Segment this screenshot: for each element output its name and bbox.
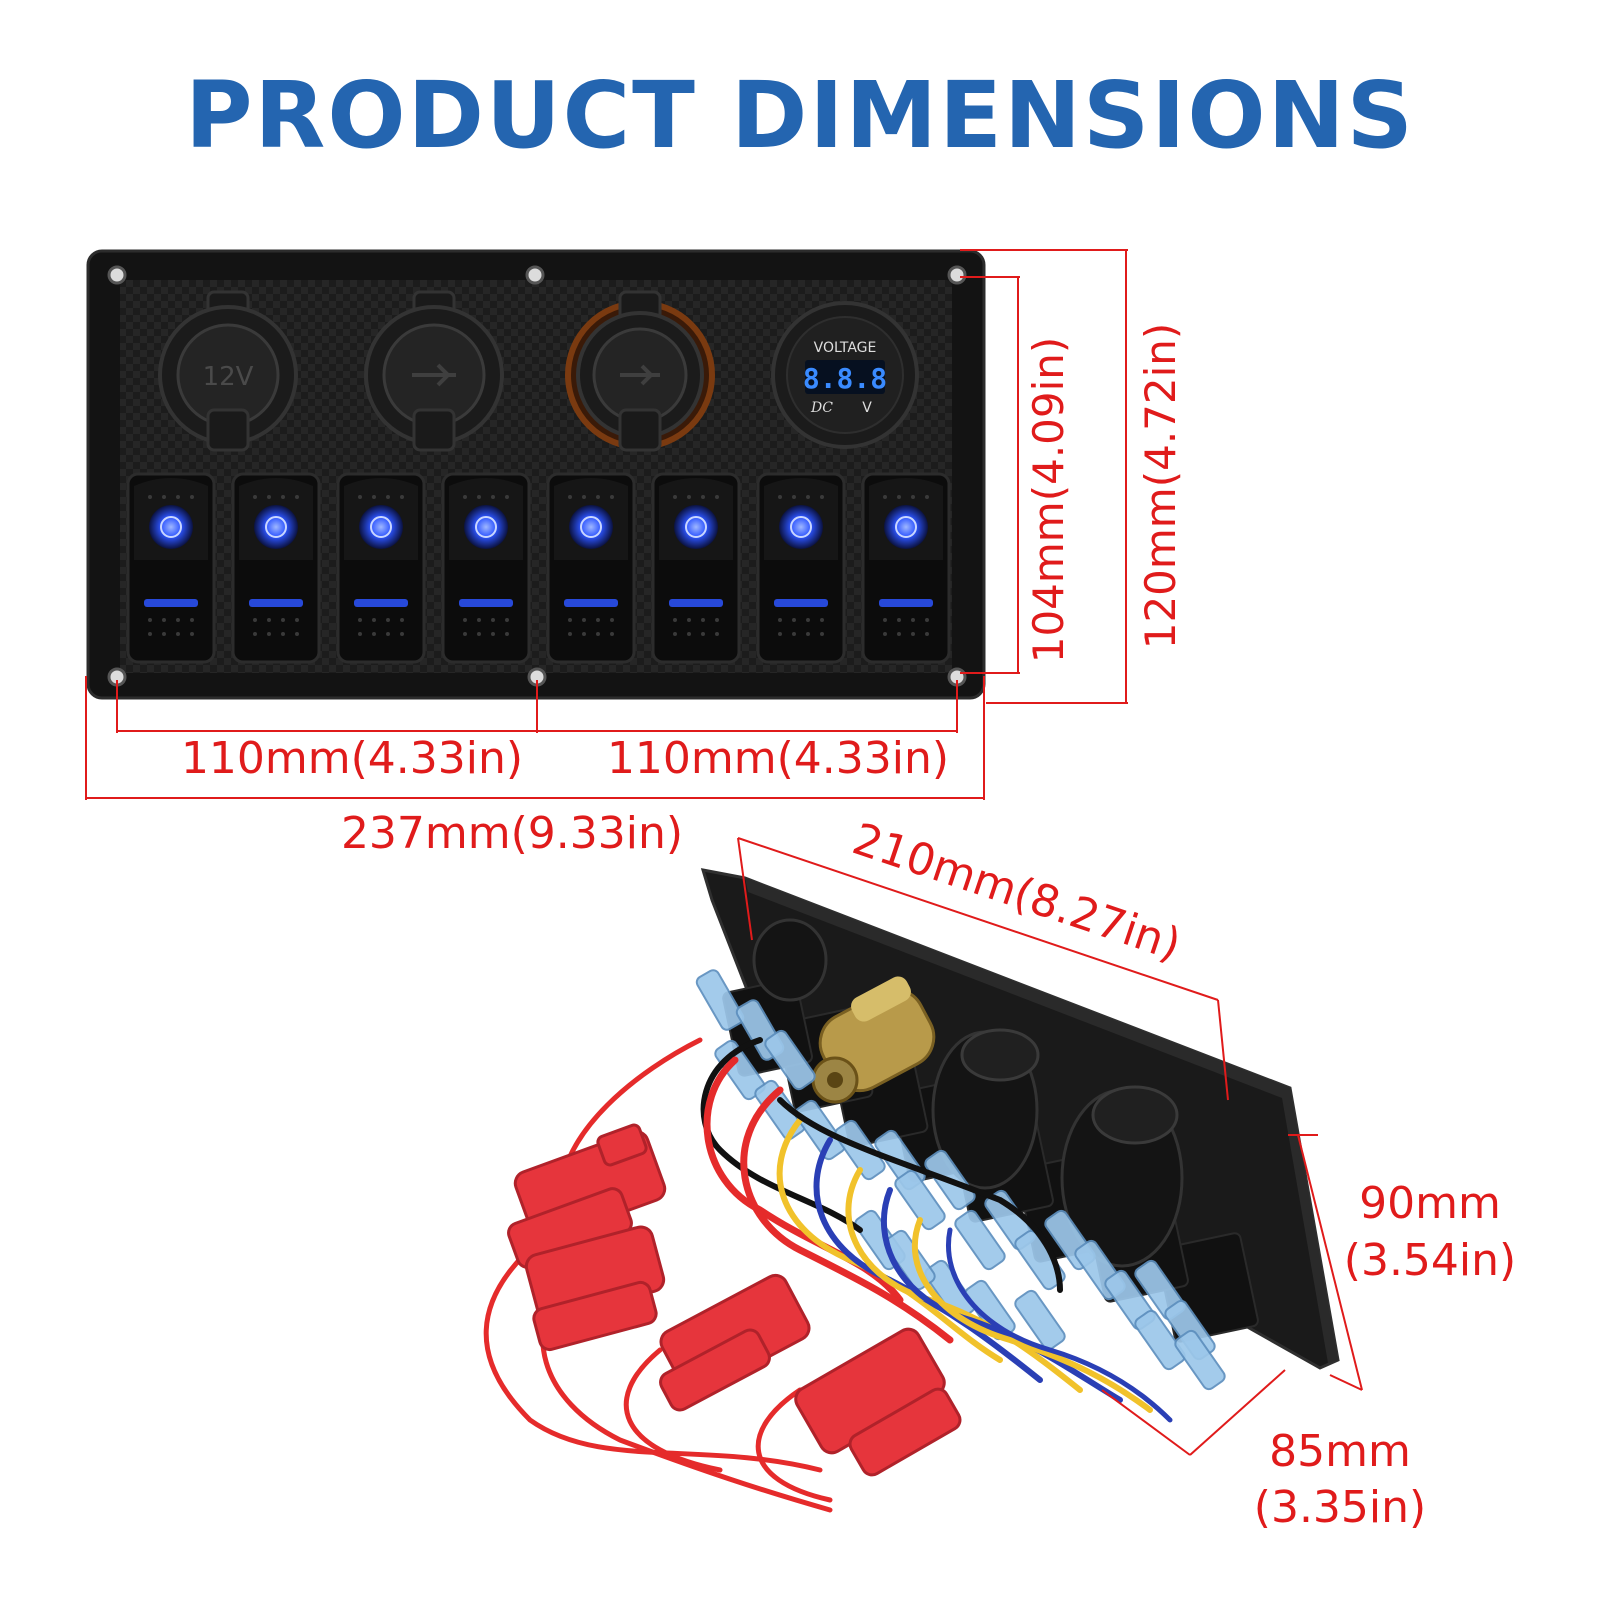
screw-hole-icon [107, 265, 127, 285]
rocker-switch-row [126, 472, 951, 664]
voltmeter-unit-dc: DC [810, 400, 833, 416]
led-strip-icon [459, 599, 513, 607]
screw-hole-icon [947, 265, 967, 285]
voltmeter-header: VOLTAGE [814, 340, 877, 356]
cigarette-lighter-socket-icon: 12V [158, 290, 298, 452]
rear-dimension-lines [737, 837, 1363, 1456]
dimension-overall-height: 120mm(4.72in) [1136, 323, 1185, 650]
rocker-switch [126, 472, 216, 664]
page-title: PRODUCT DIMENSIONS [185, 62, 1415, 169]
dimension-hole-span-right: 110mm(4.33in) [607, 733, 949, 784]
spade-terminal-icon [1134, 1309, 1186, 1371]
led-strip-icon [144, 599, 198, 607]
usb-socket-icon [565, 290, 715, 452]
dimension-rear-height-mm: 90mm [1359, 1178, 1501, 1229]
led-indicator-icon [674, 505, 718, 549]
spade-terminal-icon [764, 1029, 816, 1091]
led-indicator-icon [359, 505, 403, 549]
rocker-switch [651, 472, 741, 664]
led-indicator-icon [569, 505, 613, 549]
panel-face [120, 280, 952, 673]
rear-view-panel [483, 868, 1340, 1513]
led-indicator-icon [149, 505, 193, 549]
dimension-rear-height-in: (3.54in) [1344, 1235, 1516, 1286]
led-indicator-icon [254, 505, 298, 549]
screw-hole-icon [525, 265, 545, 285]
fuse-holder-icon [524, 1225, 666, 1352]
led-strip-icon [774, 599, 828, 607]
fuse-holder-group [507, 1123, 962, 1477]
usb-socket-icon [364, 290, 504, 452]
mounting-holes [107, 265, 967, 687]
spade-terminal-icon [1174, 1329, 1226, 1391]
spade-terminal-icon [954, 1209, 1006, 1271]
spade-terminal-icon [894, 1169, 946, 1231]
spade-terminal-icon [695, 969, 745, 1031]
socket-label: 12V [203, 362, 254, 392]
rocker-switch [336, 472, 426, 664]
dimension-hole-span-height: 104mm(4.09in) [1024, 337, 1073, 664]
socket-housing-icon [752, 918, 1184, 1268]
led-indicator-icon [884, 505, 928, 549]
led-strip-icon [669, 599, 723, 607]
voltmeter-reading: 8.8.8 [803, 362, 887, 395]
front-panel: 12V VOLTAGE 8.8.8 DC V [86, 249, 986, 700]
fuse-holder-icon [659, 1273, 811, 1412]
dimension-hole-span-left: 110mm(4.33in) [181, 733, 523, 784]
fuse-holder-icon [794, 1327, 962, 1477]
spade-terminal-icon [1014, 1289, 1066, 1351]
rocker-switch [756, 472, 846, 664]
led-strip-icon [249, 599, 303, 607]
spade-terminal-icon [754, 1079, 806, 1141]
rocker-switch [546, 472, 636, 664]
rocker-switch [231, 472, 321, 664]
dimension-overall-width: 237mm(9.33in) [341, 808, 683, 859]
lighter-socket-body-icon [811, 976, 936, 1104]
dimension-rear-depth-mm: 85mm [1269, 1426, 1411, 1477]
front-dimension-lines [85, 249, 1128, 800]
fuse-holder-icon [507, 1123, 667, 1269]
led-indicator-icon [464, 505, 508, 549]
led-indicator-icon [779, 505, 823, 549]
voltmeter-unit-v: V [862, 400, 872, 416]
wire-bundle [483, 1037, 1173, 1513]
led-strip-icon [354, 599, 408, 607]
rocker-switch [861, 472, 951, 664]
voltmeter-icon: VOLTAGE 8.8.8 DC V [771, 301, 919, 449]
dimension-rear-depth-in: (3.35in) [1254, 1482, 1426, 1533]
rocker-switch [441, 472, 531, 664]
led-strip-icon [879, 599, 933, 607]
led-strip-icon [564, 599, 618, 607]
